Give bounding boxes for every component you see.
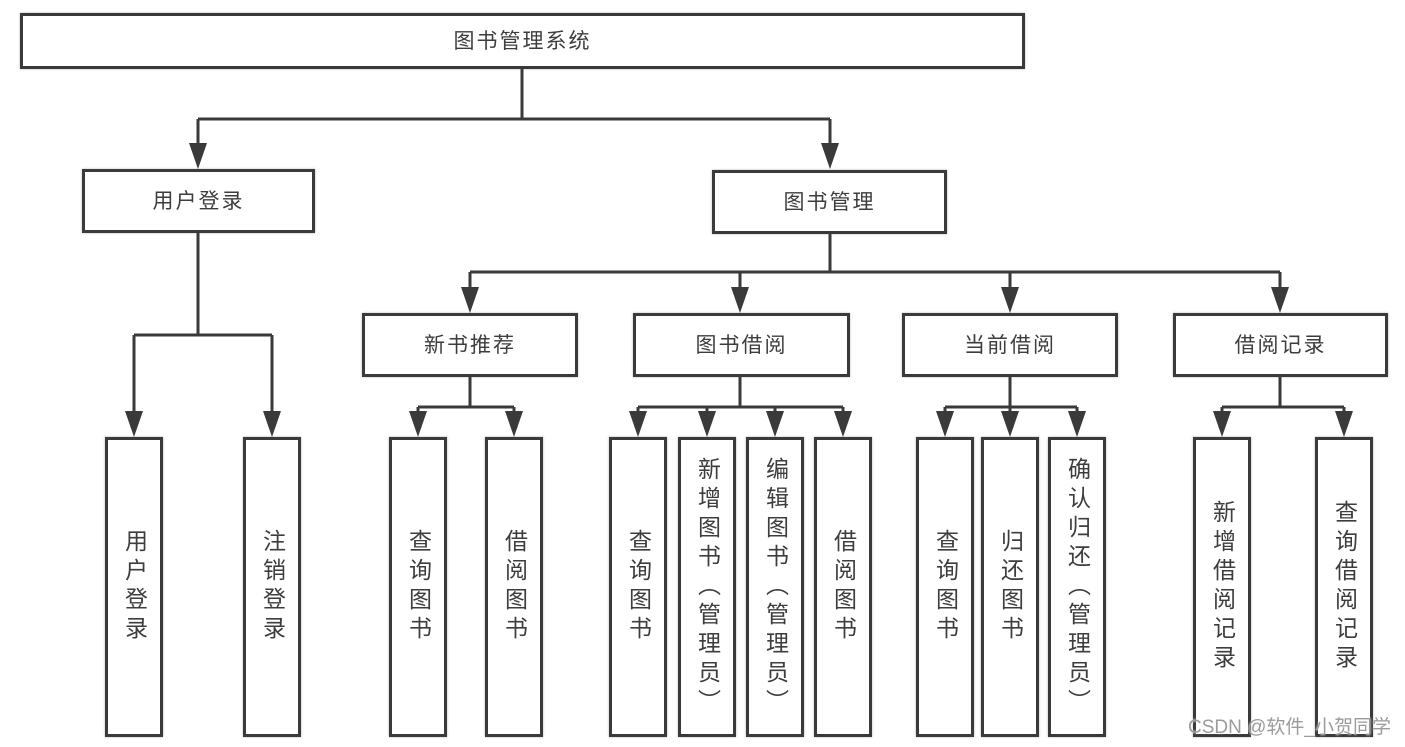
leaf-current-confirm-admin-label: 确认归还（管理员）: [1064, 456, 1091, 718]
node-user-login: 用户登录: [82, 169, 315, 233]
leaf-records-query-label: 查询借阅记录: [1331, 500, 1358, 674]
leaf-records-add-label: 新增借阅记录: [1209, 500, 1236, 674]
node-user-login-label: 用户登录: [152, 189, 245, 213]
leaf-newbooks-borrow: 借阅图书: [485, 437, 543, 737]
leaf-current-query-label: 查询图书: [932, 529, 959, 645]
node-book-management: 图书管理: [712, 170, 947, 234]
leaf-current-confirm-admin: 确认归还（管理员）: [1048, 437, 1106, 737]
node-new-book-recommend: 新书推荐: [362, 313, 578, 377]
leaf-borrow-edit-admin: 编辑图书（管理员）: [746, 437, 804, 737]
leaf-current-query: 查询图书: [916, 437, 974, 737]
leaf-newbooks-borrow-label: 借阅图书: [501, 529, 528, 645]
node-root: 图书管理系统: [20, 13, 1025, 69]
node-book-management-label: 图书管理: [783, 190, 876, 214]
node-book-borrow-label: 图书借阅: [695, 333, 788, 357]
leaf-user-login-label: 用户登录: [121, 529, 148, 645]
leaf-current-return-label: 归还图书: [997, 529, 1024, 645]
leaf-borrow-edit-admin-label: 编辑图书（管理员）: [762, 456, 789, 718]
node-borrow-records-label: 借阅记录: [1234, 333, 1327, 357]
leaf-newbooks-query-label: 查询图书: [405, 529, 432, 645]
node-current-borrow: 当前借阅: [902, 313, 1118, 377]
node-book-borrow: 图书借阅: [633, 313, 850, 377]
leaf-borrow-add-admin-label: 新增图书（管理员）: [694, 456, 721, 718]
node-current-borrow-label: 当前借阅: [964, 333, 1056, 357]
leaf-borrow-add-admin: 新增图书（管理员）: [678, 437, 736, 737]
leaf-borrow-book: 借阅图书: [814, 437, 872, 737]
leaf-borrow-book-label: 借阅图书: [830, 529, 857, 645]
leaf-borrow-query-label: 查询图书: [625, 529, 652, 645]
node-root-label: 图书管理系统: [453, 29, 592, 53]
node-new-book-recommend-label: 新书推荐: [424, 333, 516, 357]
leaf-logout-label: 注销登录: [259, 529, 286, 645]
leaf-records-query: 查询借阅记录: [1315, 437, 1373, 737]
leaf-borrow-query: 查询图书: [609, 437, 667, 737]
leaf-records-add: 新增借阅记录: [1193, 437, 1251, 737]
leaf-user-login: 用户登录: [105, 437, 163, 737]
watermark: CSDN @软件_小贺同学: [1188, 717, 1391, 738]
node-borrow-records: 借阅记录: [1173, 313, 1388, 377]
leaf-logout: 注销登录: [243, 437, 301, 737]
leaf-newbooks-query: 查询图书: [389, 437, 447, 737]
leaf-current-return: 归还图书: [981, 437, 1039, 737]
